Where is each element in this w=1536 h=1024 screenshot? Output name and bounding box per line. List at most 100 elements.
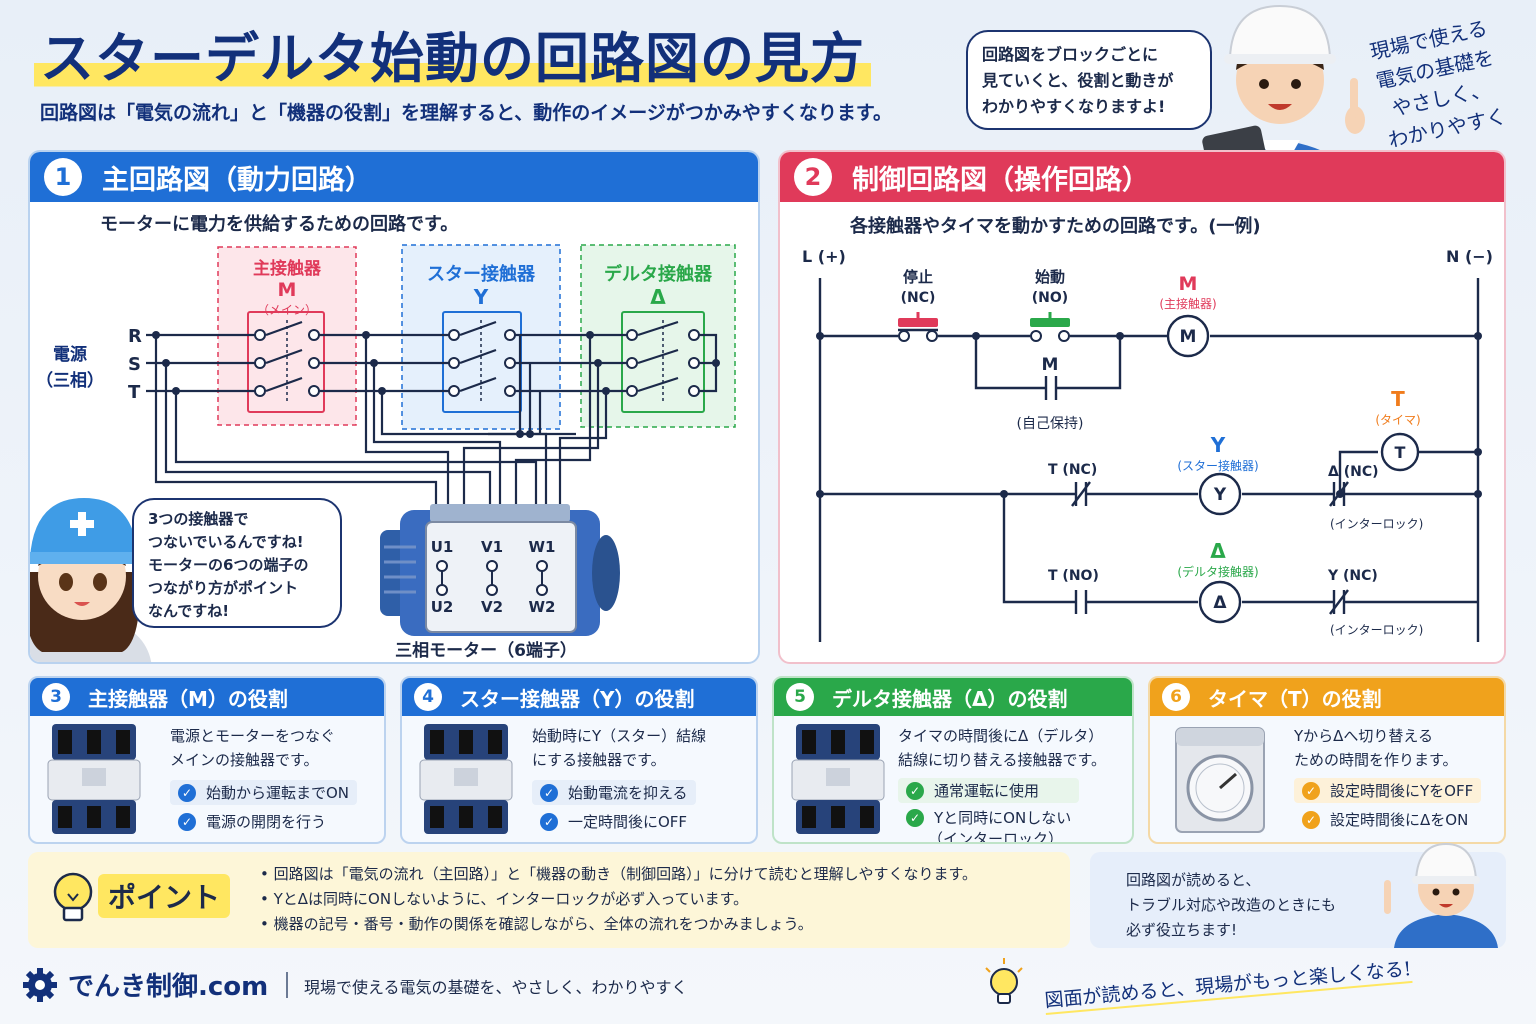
control-panel-title: 制御回路図（操作回路）	[852, 164, 1149, 196]
motor-label: 三相モーター（6端子）	[395, 640, 577, 661]
engineer-small-illustration	[1384, 842, 1498, 948]
timer-label: (タイマ)	[1375, 413, 1420, 427]
lightbulb-icon	[985, 958, 1023, 1004]
m-coil-glyph: M	[1180, 327, 1197, 347]
delta-coil-glyph: Δ	[1213, 593, 1227, 613]
timer-symbol: T	[1391, 387, 1405, 411]
power-panel-header: 1 主回路図（動力回路）	[30, 152, 758, 202]
terminal-u2: U2	[431, 598, 454, 616]
point-label: ポイント	[98, 874, 231, 918]
d-rung-interlock: Y (NC)	[1327, 568, 1378, 584]
stop-type: (NC)	[901, 290, 936, 306]
main-contactor-name: 主接触器	[253, 258, 322, 279]
point-box: ポイント • 回路図は「電気の流れ（主回路）」と「機器の動き（制御回路）」に分け…	[28, 852, 1070, 948]
stop-label: 停止	[903, 268, 933, 286]
brand-logo: でんき制御.com	[22, 966, 268, 1003]
panel-number: 1	[44, 158, 82, 196]
control-circuit-diagram: L (+) N (−)	[802, 247, 1493, 642]
y-rung-interlock: Δ (NC)	[1328, 464, 1379, 480]
contactor-icon	[47, 724, 141, 834]
terminal-v1: V1	[481, 538, 503, 556]
role-title: デルタ接触器（Δ）の役割	[832, 686, 1068, 711]
check-icon: ✓	[540, 812, 558, 831]
power-panel-desc: モーターに電力を供給するための回路です。	[100, 214, 459, 235]
terminal-w1: W1	[529, 538, 556, 556]
check-icon: ✓	[906, 781, 924, 800]
start-type: (NO)	[1032, 290, 1068, 306]
terminal-v2: V2	[481, 598, 503, 616]
check-icon: ✓	[1302, 810, 1320, 829]
star-contactor-name: スター接触器	[427, 263, 536, 285]
star-contactor-symbol: Y	[473, 285, 489, 309]
stop-button-symbol	[898, 312, 938, 342]
y-coil-glyph: Y	[1213, 485, 1227, 505]
check-icon: ✓	[540, 783, 558, 802]
control-circuit-panel: 2 制御回路図（操作回路） 各接触器やタイマを動かすための回路です。(一例) L…	[778, 150, 1506, 664]
panel-number: 2	[794, 158, 832, 196]
power-circuit-diagram: 主接触器 M （メイン） スター接触器 Y デルタ接触器 Δ 電源 （三相） R…	[36, 244, 736, 661]
timer-coil-glyph: T	[1395, 443, 1406, 462]
self-hold-label: (自己保持)	[1017, 416, 1084, 432]
control-panel-desc: 各接触器やタイマを動かすための回路です。(一例)	[850, 216, 1261, 237]
y-coil	[1198, 472, 1242, 516]
footer-motto: 図面が読めると、現場がもっと楽しくなる!	[1043, 954, 1413, 1015]
advice-box: 回路図が読めると、トラブル対応や改造のときにも必ず役立ちます!	[1090, 842, 1506, 948]
speech-bubble-top: 回路図をブロックごとに 見ていくと、役割と動きが わかりやすくなりますよ!	[966, 30, 1212, 130]
phase-r: R	[128, 326, 142, 347]
y-coil-label: (スター接触器)	[1177, 458, 1258, 473]
d-rung-interlock-note: (インターロック)	[1330, 623, 1423, 637]
y-rung-contact: T (NC)	[1048, 462, 1097, 478]
delta-coil-label: (デルタ接触器)	[1177, 564, 1258, 579]
n-bus-label: N (−)	[1446, 247, 1493, 266]
delta-coil	[1198, 580, 1242, 624]
check-icon: ✓	[906, 808, 924, 827]
phase-t: T	[128, 382, 141, 403]
terminal-w2: W2	[529, 598, 556, 616]
motor-illustration	[380, 504, 620, 636]
delta-coil-symbol: Δ	[1210, 539, 1226, 563]
tagline: 現場で使える 電気の基礎を やさしく、 わかりやすく	[1367, 15, 1509, 153]
delta-contactor-symbol: Δ	[650, 285, 666, 309]
terminal-u1: U1	[431, 538, 454, 556]
m-coil	[1166, 314, 1210, 358]
y-rung-interlock-note: (インターロック)	[1330, 517, 1423, 531]
check-icon: ✓	[178, 783, 196, 802]
m-coil-symbol: M	[1179, 273, 1198, 295]
source-label-sub: （三相）	[36, 370, 104, 391]
point-bullets: • 回路図は「電気の流れ（主回路）」と「機器の動き（制御回路）」に分けて読むと理…	[260, 862, 977, 937]
self-hold-symbol: M	[1042, 355, 1059, 375]
contactor-icon	[419, 724, 513, 834]
page-title: スターデルタ始動の回路図の見方	[34, 14, 871, 93]
l-bus-label: L (+)	[802, 247, 846, 266]
check-icon: ✓	[1302, 781, 1320, 800]
timer-icon	[1175, 727, 1265, 833]
brand-name: でんき制御.com	[68, 972, 269, 1002]
lightbulb-icon	[53, 872, 93, 922]
power-panel-title: 主回路図（動力回路）	[102, 164, 372, 196]
d-rung-contact: T (NO)	[1048, 568, 1099, 584]
power-circuit-panel: 1 主回路図（動力回路） モーターに電力を供給するための回路です。 主接触器 M…	[28, 150, 760, 664]
point-bullet: • 回路図は「電気の流れ（主回路）」と「機器の動き（制御回路）」に分けて読むと理…	[260, 865, 977, 883]
start-button-symbol	[1030, 312, 1070, 342]
footer: でんき制御.com 現場で使える電気の基礎を、やさしく、わかりやすく 図面が読め…	[20, 954, 1516, 1015]
phase-s: S	[128, 354, 141, 375]
gear-icon	[23, 967, 57, 1002]
footer-slogan: 現場で使える電気の基礎を、やさしく、わかりやすく	[304, 978, 688, 997]
role-title: スター接触器（Y）の役割	[460, 686, 695, 711]
source-label: 電源	[53, 344, 87, 365]
y-coil-symbol: Y	[1210, 433, 1226, 457]
role-title: タイマ（T）の役割	[1208, 686, 1382, 711]
girl-speech-bubble: 3つの接触器で つないでいるんですね! モーターの6つの端子の つながり方がポイ…	[132, 498, 342, 628]
start-label: 始動	[1035, 268, 1065, 286]
check-icon: ✓	[178, 812, 196, 831]
point-bullet: • 機器の記号・番号・動作の関係を確認しながら、全体の流れをつかみましょう。	[260, 915, 813, 933]
main-contactor-sub: （メイン）	[257, 303, 317, 317]
point-bullet: • YとΔは同時にONしないように、インターロックが必ず入っています。	[260, 890, 749, 908]
contactor-icon	[791, 724, 885, 834]
m-coil-label: (主接触器)	[1159, 296, 1216, 311]
girl-illustration	[30, 498, 152, 662]
control-panel-header: 2 制御回路図（操作回路）	[780, 152, 1504, 202]
